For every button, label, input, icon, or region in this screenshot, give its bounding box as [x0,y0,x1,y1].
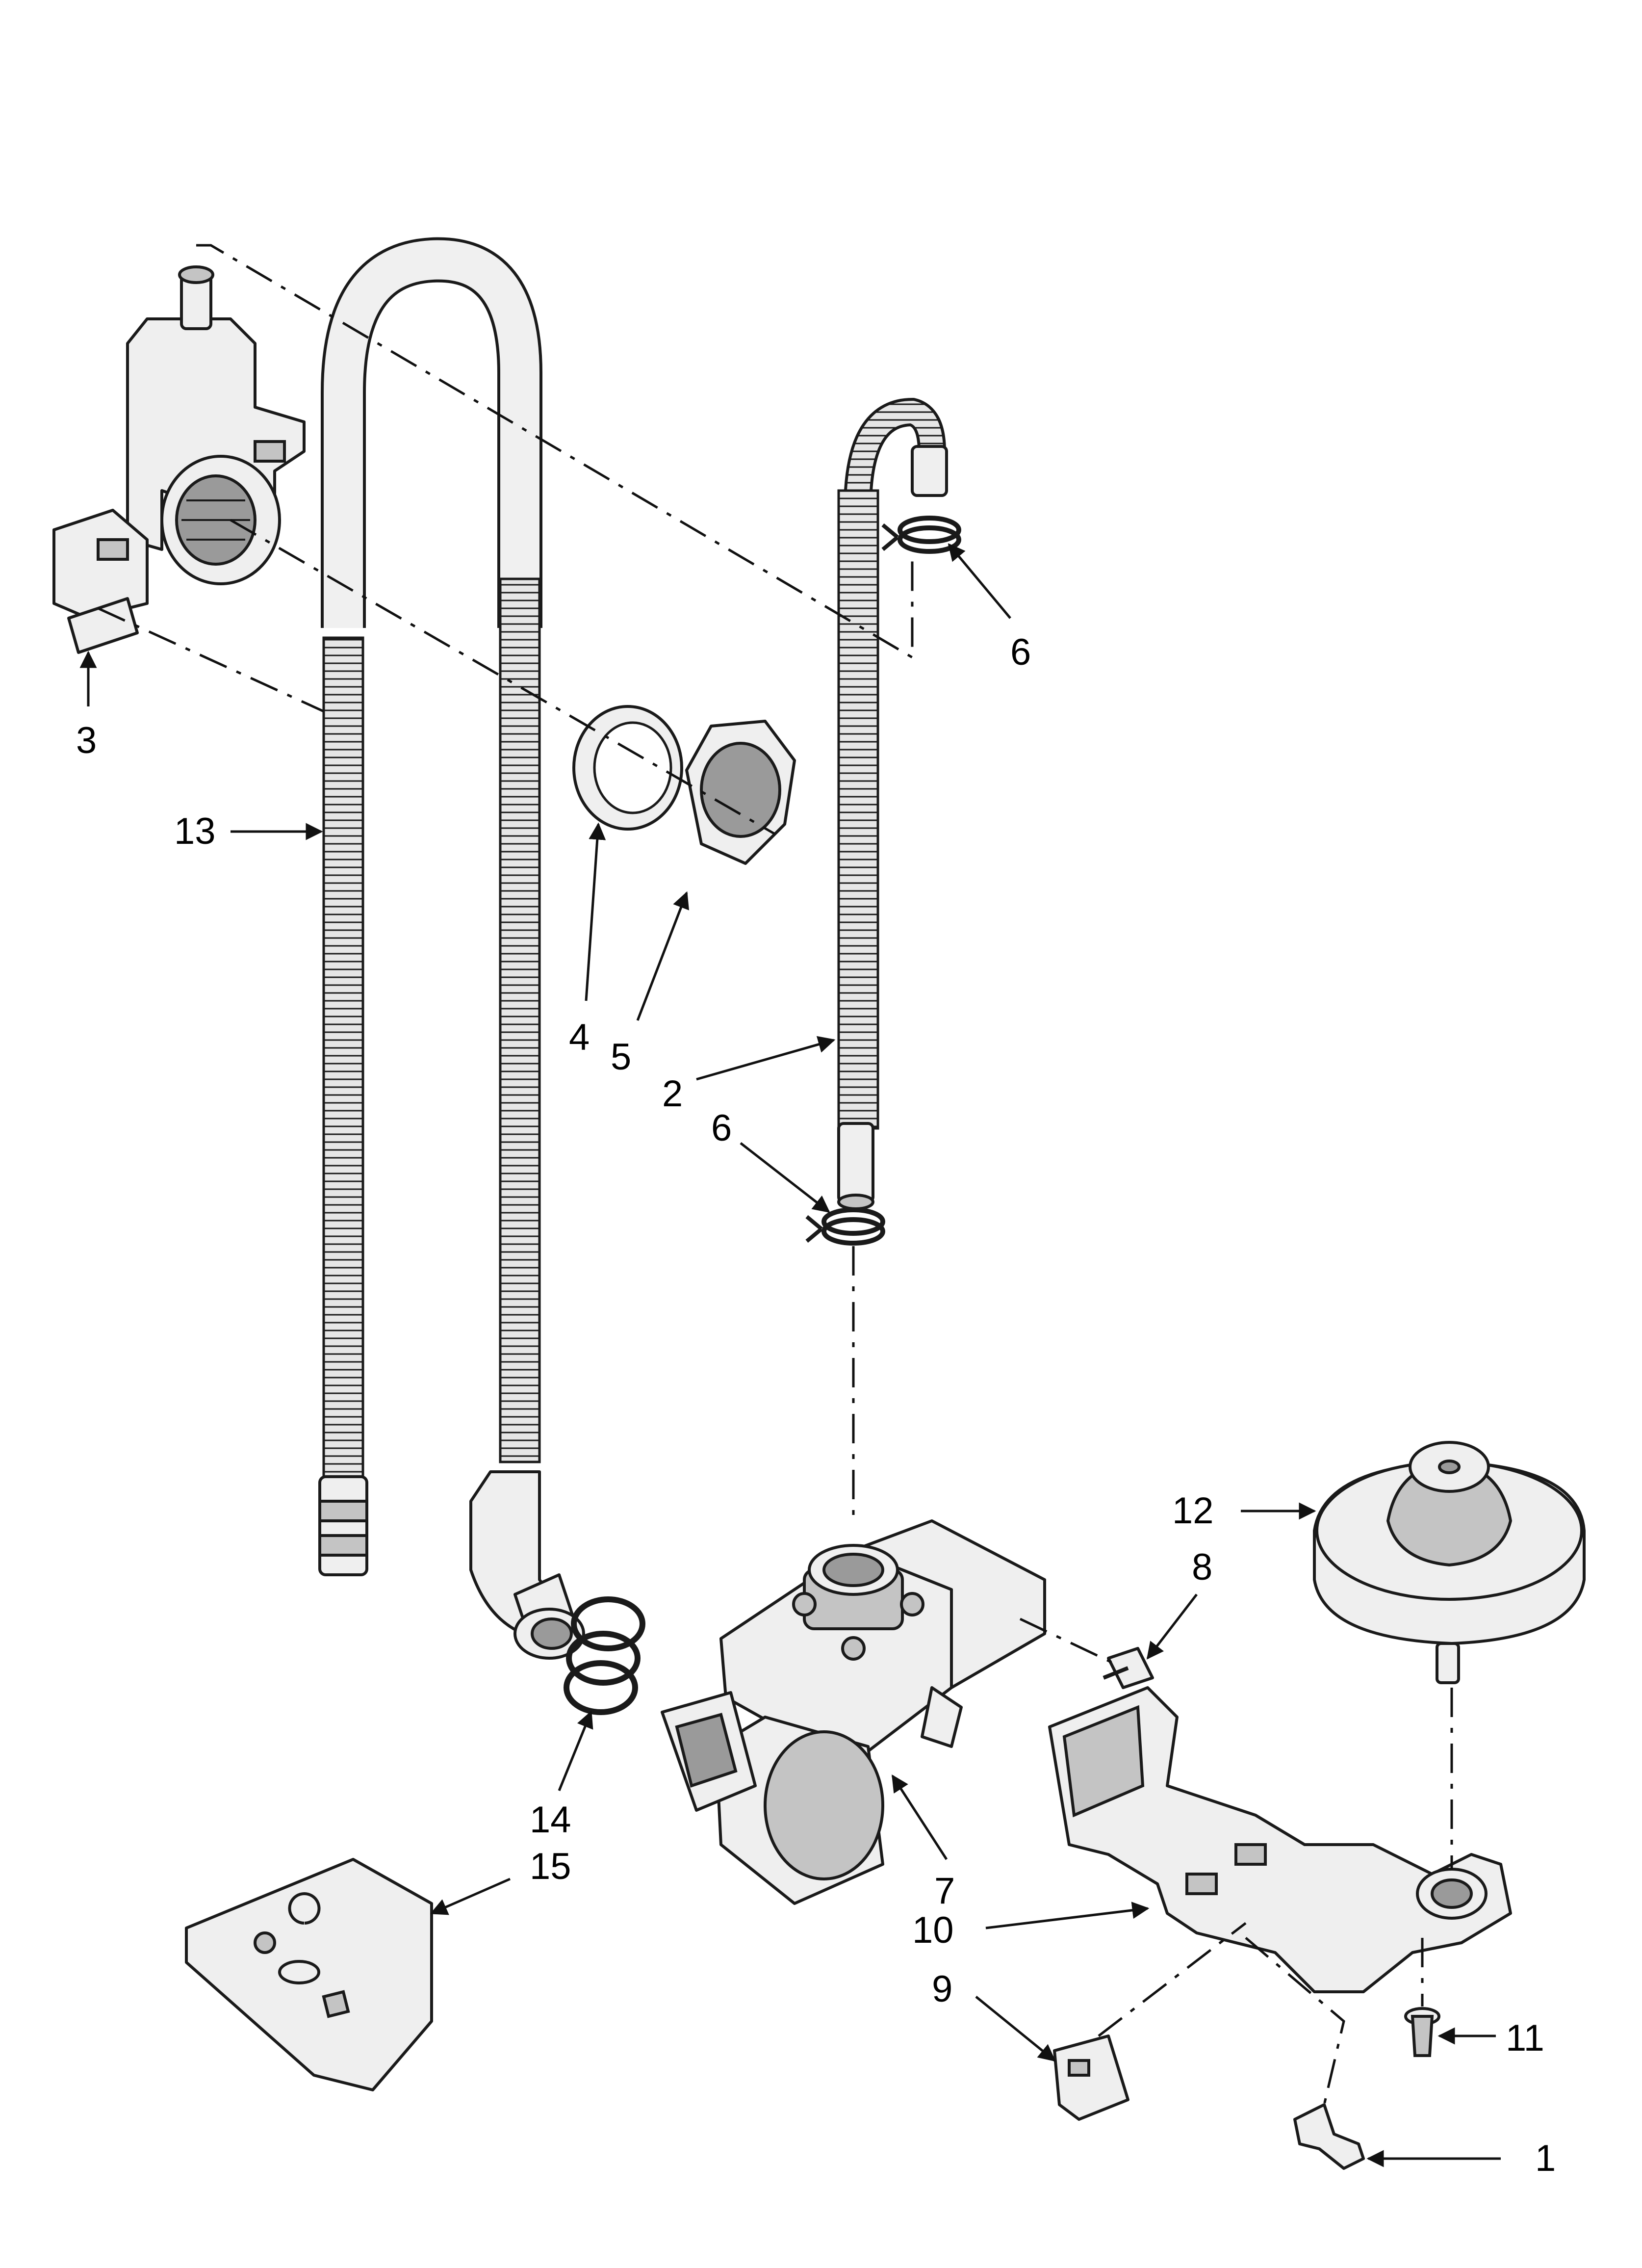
callout-1: 1 [1535,2138,1556,2179]
part-14-hose-clamp [564,1596,645,1715]
part-2-hose [837,397,948,1210]
callout-14: 14 [530,1799,571,1841]
assembly-lines [97,244,1453,2105]
part-4-washer [572,705,683,831]
callout-4: 4 [569,1017,590,1058]
callout-6-lower: 6 [711,1107,732,1149]
part-3-bracket [52,265,306,654]
part-11-screw [1404,2007,1440,2057]
part-5-nut [685,720,796,865]
callout-5: 5 [611,1036,631,1078]
part-1-lever [1293,2103,1365,2170]
callout-9: 9 [932,1968,952,2010]
callout-10: 10 [912,1909,954,1951]
callout-15: 15 [530,1846,571,1887]
callout-2: 2 [662,1073,683,1115]
part-13-drain-hose [318,237,585,1660]
part-15-hardware-bag [185,1858,433,2091]
callout-6-upper: 6 [1010,631,1031,673]
callout-13: 13 [174,810,216,852]
part-7-pump-assembly [661,1519,1046,1905]
part-6-clamp-lower [805,1207,885,1246]
leader-lines [79,543,1501,2167]
callout-12: 12 [1172,1490,1214,1532]
callout-8: 8 [1192,1546,1212,1588]
part-6-clamp-upper [881,516,961,554]
callout-3: 3 [76,720,97,761]
callout-11: 11 [1506,2017,1544,2059]
part-12-dome [1313,1441,1586,1684]
part-8-screw [1103,1647,1154,1689]
part-10-bracket [1048,1686,1512,1993]
callout-7: 7 [934,1870,955,1912]
part-9-switch [1053,2034,1129,2121]
